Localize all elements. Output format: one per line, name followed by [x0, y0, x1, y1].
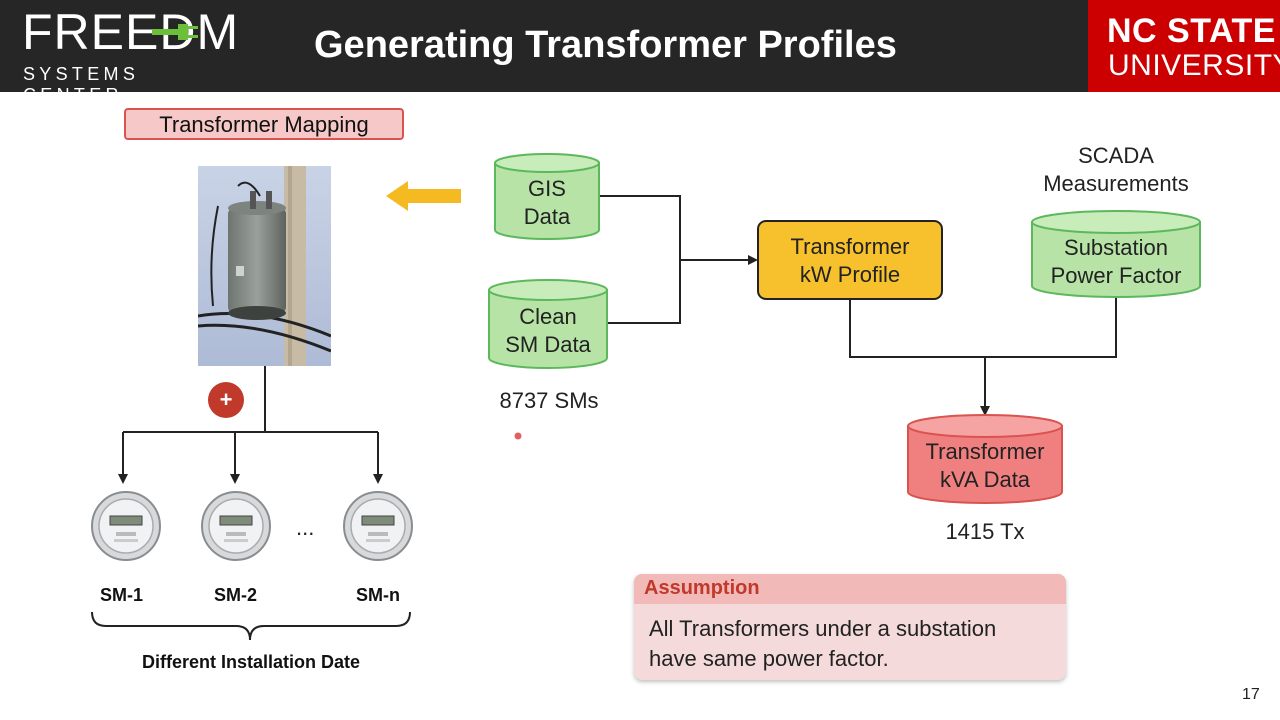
- assumption-callout: Assumption All Transformers under a subs…: [634, 574, 1066, 680]
- add-icon[interactable]: +: [208, 382, 244, 418]
- assumption-line2: have same power factor.: [649, 646, 889, 671]
- assumption-header: Assumption: [634, 574, 1066, 604]
- pf-label-line1: Substation: [1064, 235, 1168, 260]
- kva-label-line1: Transformer: [925, 439, 1045, 464]
- clean-sm-label-line2: SM Data: [505, 332, 591, 357]
- smart-meter-icon: [200, 490, 272, 562]
- mapping-arrow: [386, 181, 461, 211]
- plug-icon: [152, 24, 198, 40]
- page-number: 17: [1242, 686, 1260, 703]
- kw-label-line2: kW Profile: [799, 262, 901, 287]
- sm-count: 8737 SMs: [499, 388, 599, 413]
- gis-label-line2: Data: [523, 204, 571, 229]
- flow-connectors: [600, 195, 1117, 416]
- slide-header: FREEDM SYSTEMS CENTER Generating Transfo…: [0, 0, 1280, 105]
- ncsu-line1: NC STATE: [1107, 12, 1276, 50]
- meter-label: SM-n: [356, 585, 400, 605]
- tx-count: 1415 Tx: [945, 519, 1025, 544]
- meter-tree-connector: [118, 366, 383, 484]
- substation-power-factor-cylinder: [1031, 210, 1201, 298]
- scada-label-line2: Measurements: [1043, 171, 1189, 196]
- gis-label-line1: GIS: [528, 176, 566, 201]
- transformer-kw-box: [757, 220, 943, 300]
- transformer-photo: [198, 166, 331, 366]
- transformer-kva-cylinder: [907, 414, 1063, 504]
- ellipsis: ...: [296, 515, 315, 540]
- freedm-logo: FREEDM SYSTEMS CENTER: [22, 4, 242, 105]
- clean-sm-label-line1: Clean: [519, 304, 577, 329]
- clean-sm-data-cylinder: [488, 279, 608, 369]
- installation-note: Different Installation Date: [142, 652, 361, 672]
- gis-data-cylinder: [494, 153, 600, 240]
- cursor-dot: [514, 432, 522, 440]
- assumption-line1: All Transformers under a substation: [649, 616, 997, 641]
- logo-sub-text: SYSTEMS CENTER: [23, 64, 140, 105]
- scada-label-line1: SCADA: [1078, 143, 1154, 168]
- smart-meter-icon: [90, 490, 162, 562]
- assumption-body: All Transformers under a substation have…: [649, 614, 1059, 674]
- slide-title: Generating Transformer Profiles: [314, 24, 897, 66]
- transformer-mapping-label: Transformer Mapping: [124, 108, 404, 140]
- kw-label-line1: Transformer: [790, 234, 910, 259]
- kva-label-line2: kVA Data: [939, 467, 1031, 492]
- assumption-title: Assumption: [644, 577, 760, 599]
- ncsu-line2: UNIVERSITY: [1108, 49, 1280, 82]
- meter-label: SM-1: [100, 585, 144, 605]
- pf-label-line2: Power Factor: [1050, 263, 1182, 288]
- installation-brace: [91, 611, 411, 641]
- logo-main-text: FREEDM: [22, 4, 240, 60]
- meter-label: SM-2: [214, 585, 258, 605]
- smart-meter-icon: [342, 490, 414, 562]
- ncsu-logo: NC STATE UNIVERSITY: [1088, 0, 1280, 92]
